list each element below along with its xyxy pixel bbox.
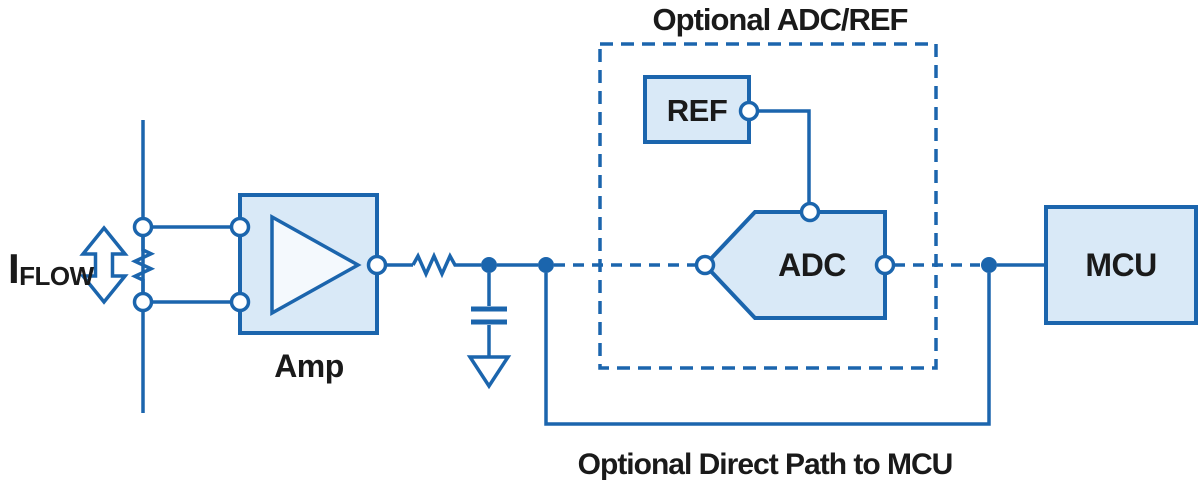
amp-section: Amp [229, 193, 388, 384]
ref-to-adc-wire [757, 109, 811, 205]
amp-label: Amp [274, 348, 344, 384]
adc-block [702, 210, 887, 320]
sense-network: IFLOW [8, 120, 231, 413]
optional-adc-ref-section: Optional ADC/REF REF ADC [554, 2, 980, 370]
current-flow-arrow-icon [79, 225, 129, 305]
direct-path-label: Optional Direct Path to MCU [578, 448, 953, 481]
adc-output-terminal [874, 254, 896, 276]
adc-ref-terminal [799, 201, 821, 223]
amp-input-terminal [229, 291, 251, 313]
junction-dot [481, 257, 497, 273]
mcu-section: MCU Optional Direct Path to MCU [544, 205, 1198, 481]
iflow-label: IFLOW [8, 245, 95, 292]
optional-adc-ref-box [598, 42, 938, 370]
ground-symbol [466, 355, 512, 390]
amp-input-terminal [229, 216, 251, 238]
series-resistor-symbol [411, 251, 481, 279]
optional-adc-ref-title: Optional ADC/REF [653, 2, 908, 37]
iflow-label-main: I [8, 245, 19, 292]
ref-output-terminal [738, 100, 760, 122]
ref-label: REF [667, 93, 728, 128]
direct-path-wire [544, 273, 991, 426]
amplifier-triangle-icon [270, 214, 362, 316]
shunt-resistor-symbol [130, 236, 156, 293]
adc-label: ADC [778, 247, 846, 283]
amp-output-terminal [366, 254, 388, 276]
junction-dot [981, 257, 997, 273]
iflow-label-subscript: FLOW [19, 261, 94, 291]
terminal-node [132, 291, 154, 313]
mcu-block [1044, 205, 1198, 325]
adc-input-terminal [694, 254, 716, 276]
mcu-label: MCU [1085, 247, 1156, 283]
junction-dot [538, 257, 554, 273]
output-filter-network [386, 251, 554, 390]
terminal-node [132, 216, 154, 238]
